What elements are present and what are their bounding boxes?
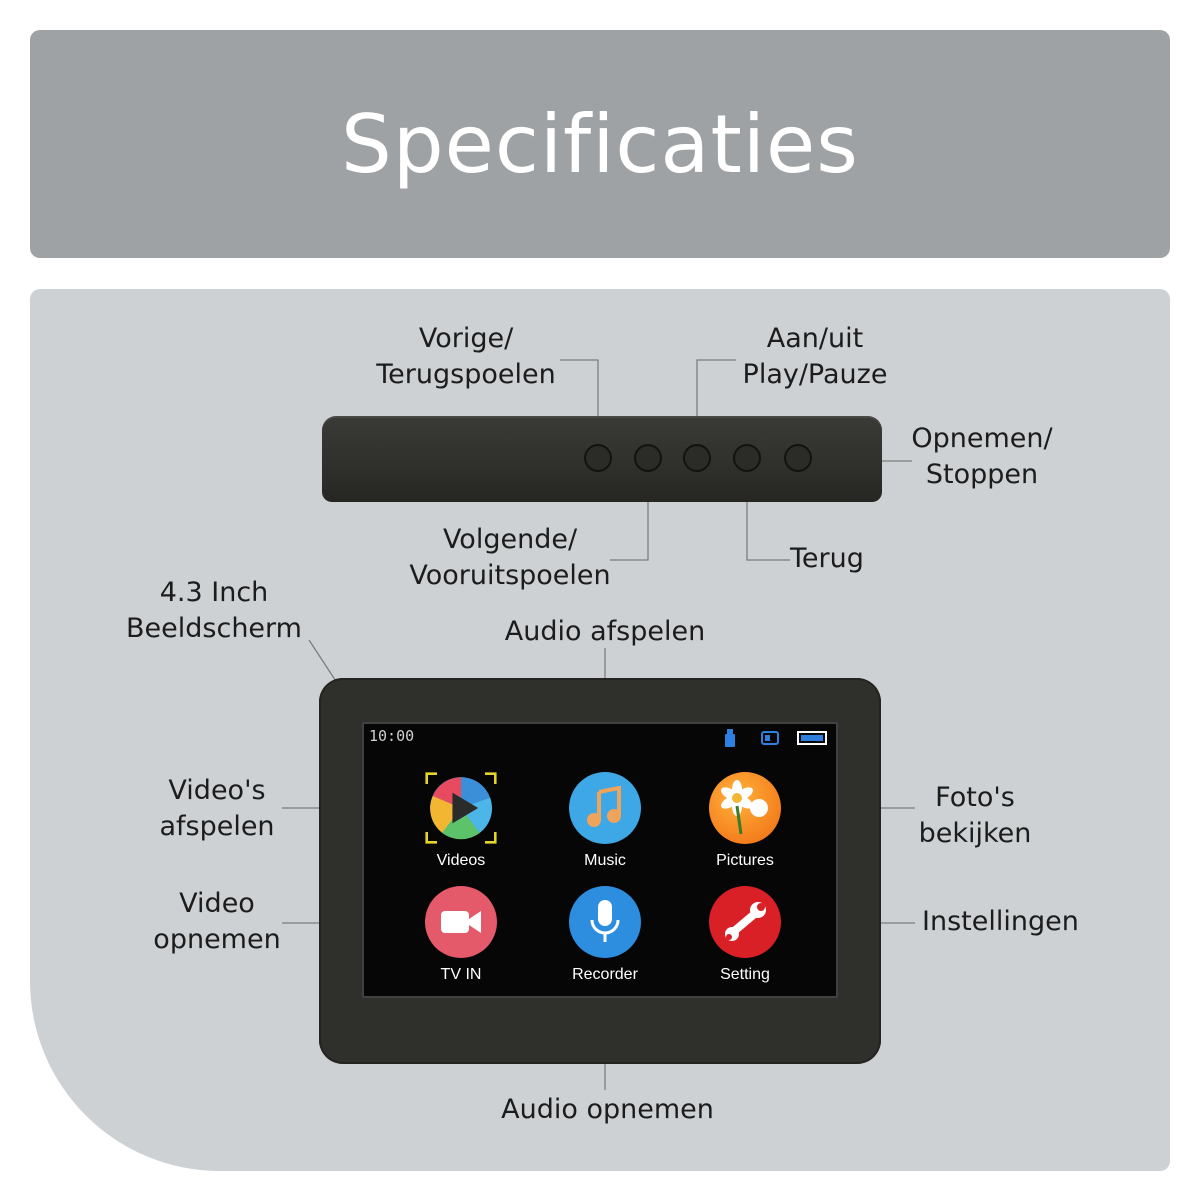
record-button[interactable] xyxy=(784,444,812,472)
app-label: Videos xyxy=(436,852,486,869)
play-icon xyxy=(425,772,497,844)
callout-audio-record: Audio opnemen xyxy=(501,1094,714,1125)
app-recorder[interactable]: Recorder xyxy=(540,886,670,984)
video-camera-icon xyxy=(425,886,497,958)
callout-back: Terug xyxy=(790,543,864,574)
wrench-icon xyxy=(709,886,781,958)
back-button[interactable] xyxy=(733,444,761,472)
app-label: Recorder xyxy=(572,966,638,983)
callout-previous-rewind: Vorige/ Terugspoelen xyxy=(376,323,556,390)
callout-record-stop: Opnemen/ Stoppen xyxy=(911,423,1053,490)
usb-icon xyxy=(725,729,735,747)
callout-video-record: Video opnemen xyxy=(153,888,281,955)
app-label: Setting xyxy=(720,966,770,983)
battery-icon xyxy=(797,731,827,745)
microphone-icon xyxy=(569,886,641,958)
music-note-icon xyxy=(569,772,641,844)
flower-icon xyxy=(709,772,781,844)
header-banner: Specificaties xyxy=(30,30,1170,258)
app-label: Music xyxy=(584,852,626,869)
page-title: Specificaties xyxy=(341,97,859,191)
clock: 10:00 xyxy=(369,727,415,745)
callout-video-play: Video's afspelen xyxy=(159,775,275,842)
next-button[interactable] xyxy=(634,444,662,472)
callout-screen-size: 4.3 Inch Beeldscherm xyxy=(126,577,302,644)
callout-power-play-pause: Aan/uit Play/Pauze xyxy=(742,323,888,390)
callout-settings: Instellingen xyxy=(922,906,1079,937)
app-label: TV IN xyxy=(440,966,482,983)
callout-next-forward: Volgende/ Vooruitspoelen xyxy=(409,524,611,591)
callout-audio-play: Audio afspelen xyxy=(504,616,706,647)
app-pictures[interactable]: Pictures xyxy=(680,772,810,870)
app-setting[interactable]: Setting xyxy=(680,886,810,984)
app-music[interactable]: Music xyxy=(540,772,670,870)
power-play-button[interactable] xyxy=(683,444,711,472)
app-tv-in[interactable]: TV IN xyxy=(396,886,526,984)
app-label: Pictures xyxy=(716,852,774,869)
previous-button[interactable] xyxy=(584,444,612,472)
sd-card-icon xyxy=(761,731,779,745)
app-videos[interactable]: Videos xyxy=(396,772,526,870)
callout-view-photos: Foto's bekijken xyxy=(918,782,1032,849)
